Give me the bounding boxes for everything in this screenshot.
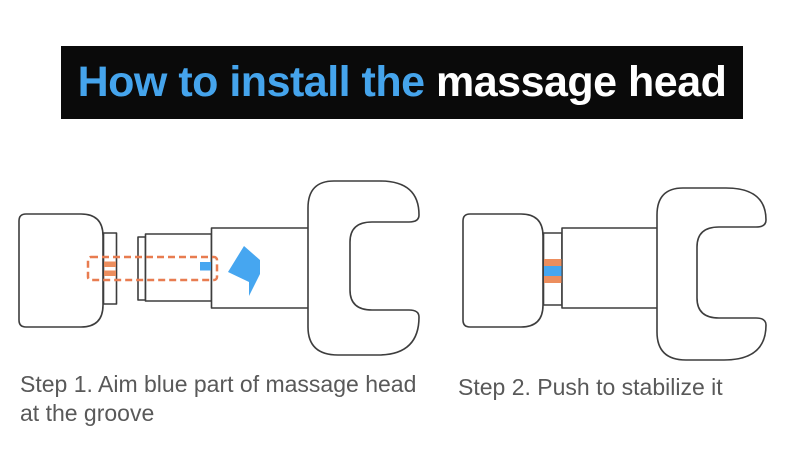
blue-part-tab [200,262,211,271]
groove-highlight-box [86,255,219,282]
seated-blue-part [544,266,562,276]
device-body [18,213,104,328]
massage-head-fork [656,187,767,361]
title-highlight: How to install the [77,58,425,106]
massage-head-fork [307,180,420,356]
step2-caption: Step 2. Push to stabilize it [458,374,723,400]
step2-diagram [462,187,767,361]
step1-caption: Step 1. Aim blue part of massage head at… [20,371,417,426]
attachment-stem [561,227,659,309]
seated-groove-mark [544,259,562,266]
groove-collar [102,232,118,305]
step1-diagram [18,180,420,356]
title-rest: massage head [424,58,727,106]
device-body [462,213,544,328]
groove-mark [104,261,116,267]
groove-mark [104,270,116,276]
insert-arrow-icon [228,246,260,296]
shaft-cap [137,236,147,301]
seated-groove-mark [544,276,562,283]
title-banner: How to install the massage head [61,46,743,119]
